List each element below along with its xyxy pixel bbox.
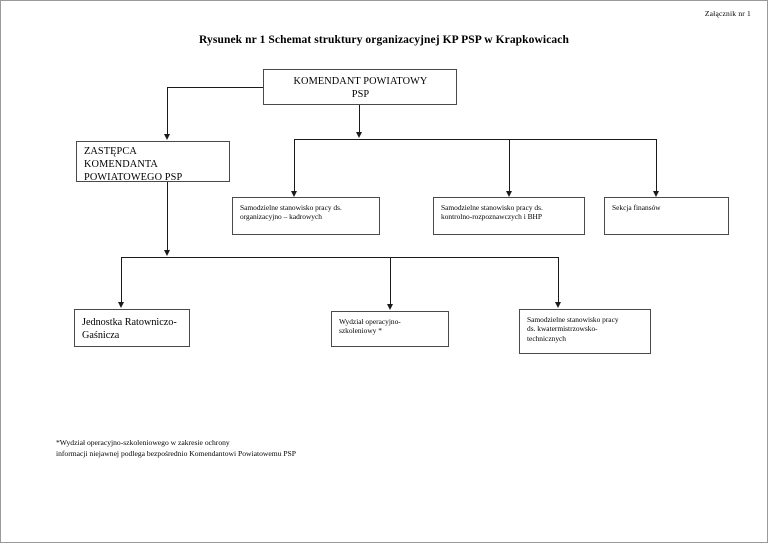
arrowhead-deputy [164, 134, 170, 140]
node-sekcja-finansow: Sekcja finansów [604, 197, 729, 235]
arrowhead-lower-bus [164, 250, 170, 256]
node-stanowisko-kontrolno-rozpoznawczych-bhp: Samodzielne stanowisko pracy ds. kontrol… [433, 197, 585, 235]
node-wydzial-operacyjno-szkoleniowy: Wydział operacyjno- szkoleniowy * [331, 311, 449, 347]
attachment-note: Załącznik nr 1 [704, 9, 751, 18]
connector-bus-to-org [294, 139, 295, 192]
node-zastepca-komendanta-powiatowego-psp: ZASTĘPCA KOMENDANTA POWIATOWEGO PSP [76, 141, 230, 183]
connector-bus-to-quarter [558, 257, 559, 303]
connector-bus-to-operational [390, 257, 391, 305]
arrowhead-jrg [118, 302, 124, 308]
node-stanowisko-organizacyjno-kadrowych: Samodzielne stanowisko pracy ds. organiz… [232, 197, 380, 235]
connector-bus-to-jrg [121, 257, 122, 303]
arrowhead-org [291, 191, 297, 197]
footnote: *Wydział operacyjno-szkoleniowego w zakr… [56, 438, 297, 459]
node-jednostka-ratowniczo-gasnicza: Jednostka Ratowniczo- Gaśnicza [74, 309, 190, 347]
page-title: Rysunek nr 1 Schemat struktury organizac… [199, 34, 569, 46]
connector-units-bus [121, 257, 558, 258]
arrowhead-bus-top [356, 132, 362, 138]
arrowhead-operational [387, 304, 393, 310]
connector-commandant-deputy-vertical [167, 87, 168, 135]
connector-commandant-bus-vertical [359, 105, 360, 133]
connector-bus-to-finance [656, 139, 657, 192]
node-stanowisko-kwatermistrzowsko-technicznych: Samodzielne stanowisko pracy ds. kwaterm… [519, 309, 651, 354]
node-komendant-powiatowy-psp: KOMENDANT POWIATOWY PSP [263, 69, 457, 105]
connector-deputy-to-lower-bus [167, 182, 168, 251]
connector-staff-bus [294, 139, 656, 140]
arrowhead-quarter [555, 302, 561, 308]
connector-bus-to-control [509, 139, 510, 192]
arrowhead-finance [653, 191, 659, 197]
arrowhead-control [506, 191, 512, 197]
connector-commandant-deputy-horizontal [167, 87, 263, 88]
